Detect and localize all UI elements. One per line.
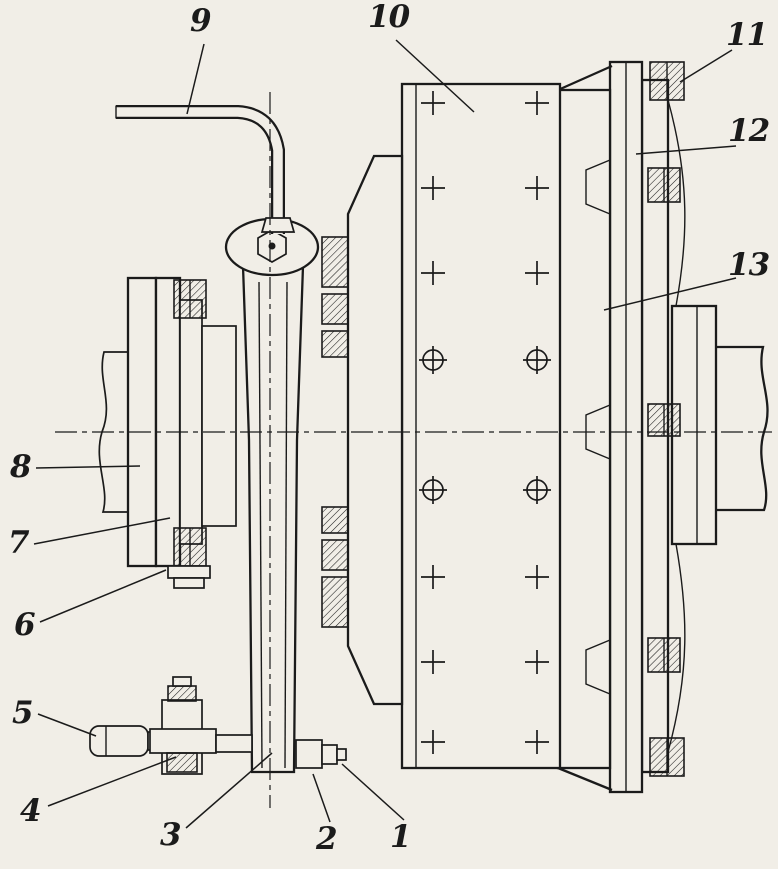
callout-label-3: 3 — [160, 817, 182, 853]
disc-pack — [321, 236, 349, 628]
clevis-top-nut — [167, 685, 197, 702]
adjuster-fitting — [89, 676, 253, 775]
callout-label-13: 13 — [728, 247, 770, 283]
callout-label-7: 7 — [8, 525, 30, 561]
callout-label-1: 1 — [390, 819, 412, 855]
pressure-plate — [608, 60, 644, 794]
callout-label-5: 5 — [12, 695, 34, 731]
centerlines — [55, 92, 772, 808]
right-shaft — [712, 345, 769, 512]
leader-2 — [312, 773, 331, 823]
leader-6 — [39, 569, 167, 623]
handle-socket — [260, 217, 296, 233]
bolt-tip — [336, 748, 347, 761]
lever-boss — [224, 217, 320, 277]
clevis-bottom-nut — [166, 752, 198, 773]
leader-3 — [185, 752, 273, 829]
leader-lines — [33, 39, 737, 829]
callout-label-10: 10 — [368, 0, 410, 35]
lever-bottom-bolt — [295, 739, 347, 769]
control-handle — [115, 105, 296, 234]
left-flange-assembly — [98, 276, 237, 589]
drum — [400, 82, 562, 770]
flange-step — [179, 299, 203, 545]
leader-13 — [603, 277, 737, 311]
callout-label-11: 11 — [726, 17, 768, 53]
cylinder — [89, 725, 149, 757]
callout-label-6: 6 — [14, 607, 36, 643]
outer-flange-plate — [126, 276, 158, 568]
leader-8 — [35, 465, 141, 469]
leader-1 — [341, 763, 405, 821]
bolt-nut — [321, 744, 338, 765]
leader-5 — [37, 713, 97, 737]
leader-9 — [186, 43, 205, 115]
callout-label-12: 12 — [728, 113, 770, 149]
link-rod — [215, 734, 253, 753]
middle-plate — [346, 154, 404, 706]
callout-label-8: 8 — [10, 449, 32, 485]
leader-10 — [395, 39, 475, 113]
notched-band — [556, 64, 613, 792]
left-hub — [201, 325, 237, 527]
leader-4 — [47, 756, 177, 807]
housing-bolts — [647, 61, 685, 777]
inner-flange-plate — [154, 276, 182, 568]
leader-11 — [679, 49, 733, 83]
callout-label-2: 2 — [316, 821, 338, 857]
leader-12 — [635, 145, 737, 155]
callout-label-4: 4 — [20, 793, 42, 829]
cross-pin — [149, 728, 217, 754]
bolt-head — [295, 739, 323, 769]
release-lever — [241, 264, 305, 774]
leader-7 — [33, 517, 171, 545]
callout-label-9: 9 — [190, 3, 212, 39]
